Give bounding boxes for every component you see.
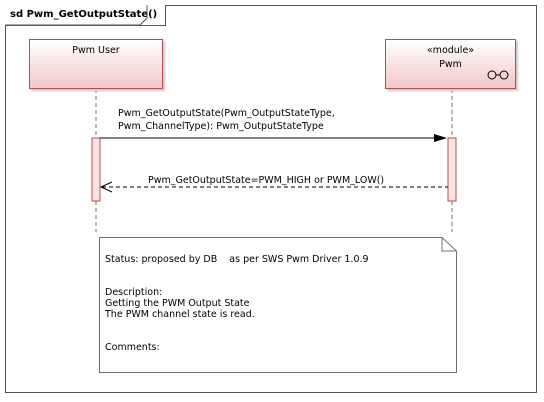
lifeline-pwm-user[interactable]: Pwm User [29, 39, 163, 89]
user-activation [91, 137, 101, 202]
note-body: Status: proposed by DB as per SWS Pwm Dr… [105, 254, 369, 353]
call-message-label-line1: Pwm_GetOutputState(Pwm_OutputStateType, [118, 108, 335, 119]
note-description-label: Description: [105, 287, 163, 298]
reply-message-label: Pwm_GetOutputState=PWM_HIGH or PWM_LOW() [148, 175, 385, 186]
module-name: Pwm [439, 59, 462, 70]
lifeline-pwm-module[interactable]: «module» Pwm [385, 39, 516, 89]
lifeline-pwm-user-label: Pwm User [72, 45, 120, 56]
note[interactable]: Status: proposed by DB as per SWS Pwm Dr… [99, 237, 457, 373]
sequence-diagram-frame [5, 5, 537, 393]
call-message-label-line2: Pwm_ChannelType): Pwm_OutputStateType [118, 121, 324, 132]
note-description-line2: The PWM channel state is read. [105, 309, 255, 320]
module-activation [447, 137, 457, 202]
note-status: Status: proposed by DB as per SWS Pwm Dr… [105, 254, 369, 265]
component-icon [487, 70, 509, 80]
reply-arrowhead [99, 181, 113, 193]
note-shape [99, 237, 457, 373]
module-stereotype: «module» [426, 45, 475, 56]
note-comments-label: Comments: [105, 342, 160, 353]
frame-tab-outline [5, 5, 148, 26]
call-arrowhead [434, 134, 447, 142]
note-description-line1: Getting the PWM Output State [105, 298, 250, 309]
